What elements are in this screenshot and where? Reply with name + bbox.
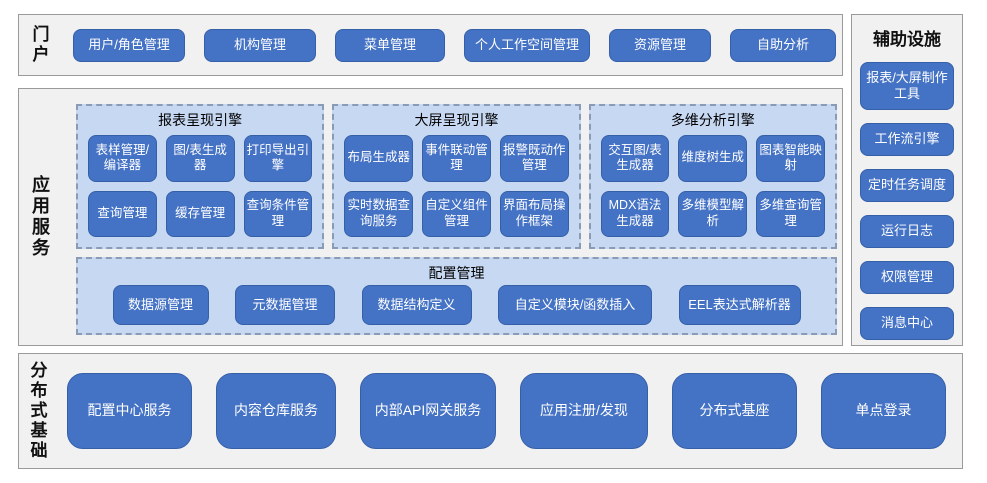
config-node-row: 数据源管理 元数据管理 数据结构定义 自定义模块/函数插入 EEL表达式解析器 <box>78 285 835 333</box>
section-app-services: 应用服务 报表呈现引擎 表样管理/编译器 图/表生成器 打印导出引擎 查询管理 … <box>18 88 843 346</box>
node-custom-module-function-insert: 自定义模块/函数插入 <box>498 285 652 325</box>
node-metadata-mgmt: 元数据管理 <box>235 285 335 325</box>
node-datasource-mgmt: 数据源管理 <box>112 285 209 325</box>
node-org-mgmt: 机构管理 <box>204 28 316 62</box>
bigscreen-engine-grid: 布局生成器 事件联动管理 报警既动作管理 实时数据查询服务 自定义组件管理 界面… <box>334 132 578 247</box>
node-workflow-engine: 工作流引擎 <box>860 123 954 156</box>
node-cache-mgmt: 缓存管理 <box>165 190 235 237</box>
app-services-label: 应用服务 <box>32 174 50 259</box>
node-interactive-chart-generator: 交互图/表生成器 <box>600 135 670 182</box>
section-distributed: 分布式基础 配置中心服务 内容仓库服务 内部API网关服务 应用注册/发现 分布… <box>18 353 963 469</box>
node-layout-generator: 布局生成器 <box>344 135 414 182</box>
distributed-node-row: 配置中心服务 内容仓库服务 内部API网关服务 应用注册/发现 分布式基座 单点… <box>67 373 946 449</box>
node-menu-mgmt: 菜单管理 <box>335 28 445 62</box>
node-query-condition-mgmt: 查询条件管理 <box>243 190 313 237</box>
node-realtime-data-query-service: 实时数据查询服务 <box>344 190 414 237</box>
node-scheduled-task-scheduling: 定时任务调度 <box>860 169 954 202</box>
node-chart-smart-mapping: 图表智能映射 <box>756 135 825 182</box>
node-app-register-discovery: 应用注册/发现 <box>520 373 648 449</box>
node-self-service-analysis: 自助分析 <box>730 28 836 62</box>
group-report-engine: 报表呈现引擎 表样管理/编译器 图/表生成器 打印导出引擎 查询管理 缓存管理 … <box>76 104 325 249</box>
app-services-content: 报表呈现引擎 表样管理/编译器 图/表生成器 打印导出引擎 查询管理 缓存管理 … <box>76 104 837 335</box>
node-custom-component-mgmt: 自定义组件管理 <box>422 190 491 237</box>
node-query-mgmt: 查询管理 <box>88 190 157 237</box>
engine-groups: 报表呈现引擎 表样管理/编译器 图/表生成器 打印导出引擎 查询管理 缓存管理 … <box>76 104 837 249</box>
distributed-label: 分布式基础 <box>30 360 48 461</box>
node-internal-api-gateway-service: 内部API网关服务 <box>360 373 496 449</box>
olap-engine-grid: 交互图/表生成器 维度树生成 图表智能映射 MDX语法生成器 多维模型解析 多维… <box>591 132 835 247</box>
node-multidim-query-mgmt: 多维查询管理 <box>756 190 825 237</box>
node-single-sign-on: 单点登录 <box>821 373 946 449</box>
auxiliary-label: 辅助设施 <box>873 30 941 49</box>
section-portal: 门户 用户/角色管理 机构管理 菜单管理 个人工作空间管理 资源管理 自助分析 <box>18 14 843 76</box>
node-content-repo-service: 内容仓库服务 <box>216 373 336 449</box>
node-run-log: 运行日志 <box>860 215 954 248</box>
group-bigscreen-engine: 大屏呈现引擎 布局生成器 事件联动管理 报警既动作管理 实时数据查询服务 自定义… <box>332 104 581 249</box>
node-data-structure-definition: 数据结构定义 <box>361 285 472 325</box>
node-dimension-tree-generation: 维度树生成 <box>678 135 748 182</box>
node-report-style-mgmt-compiler: 表样管理/编译器 <box>88 135 157 182</box>
node-eel-expression-parser: EEL表达式解析器 <box>678 285 801 325</box>
node-mdx-syntax-generator: MDX语法生成器 <box>600 190 670 237</box>
node-config-center-service: 配置中心服务 <box>67 373 192 449</box>
group-olap-engine: 多维分析引擎 交互图/表生成器 维度树生成 图表智能映射 MDX语法生成器 多维… <box>588 104 837 249</box>
group-title-bigscreen-engine: 大屏呈现引擎 <box>414 112 499 128</box>
group-config-mgmt: 配置管理 数据源管理 元数据管理 数据结构定义 自定义模块/函数插入 EEL表达… <box>76 257 837 335</box>
node-multidim-model-parsing: 多维模型解析 <box>678 190 748 237</box>
node-event-linkage-mgmt: 事件联动管理 <box>422 135 491 182</box>
node-report-screen-authoring-tool: 报表/大屏制作工具 <box>860 62 954 110</box>
node-permission-mgmt: 权限管理 <box>860 261 954 294</box>
node-personal-workspace-mgmt: 个人工作空间管理 <box>464 28 590 62</box>
node-resource-mgmt: 资源管理 <box>609 28 711 62</box>
group-title-config-mgmt: 配置管理 <box>428 265 485 281</box>
group-title-olap-engine: 多维分析引擎 <box>670 112 755 128</box>
auxiliary-node-column: 报表/大屏制作工具 工作流引擎 定时任务调度 运行日志 权限管理 消息中心 <box>860 62 954 340</box>
group-title-report-engine: 报表呈现引擎 <box>158 112 243 128</box>
portal-label: 门户 <box>32 24 50 64</box>
node-message-center: 消息中心 <box>860 307 954 340</box>
report-engine-grid: 表样管理/编译器 图/表生成器 打印导出引擎 查询管理 缓存管理 查询条件管理 <box>78 132 322 247</box>
node-user-role-mgmt: 用户/角色管理 <box>73 28 185 62</box>
node-ui-layout-operation-framework: 界面布局操作框架 <box>499 190 569 237</box>
node-distributed-base: 分布式基座 <box>672 373 797 449</box>
portal-node-row: 用户/角色管理 机构管理 菜单管理 个人工作空间管理 资源管理 自助分析 <box>73 28 836 62</box>
node-alarm-action-mgmt: 报警既动作管理 <box>499 135 569 182</box>
node-print-export-engine: 打印导出引擎 <box>243 135 313 182</box>
section-auxiliary: 辅助设施 报表/大屏制作工具 工作流引擎 定时任务调度 运行日志 权限管理 消息… <box>851 14 963 346</box>
node-chart-table-generator: 图/表生成器 <box>165 135 235 182</box>
